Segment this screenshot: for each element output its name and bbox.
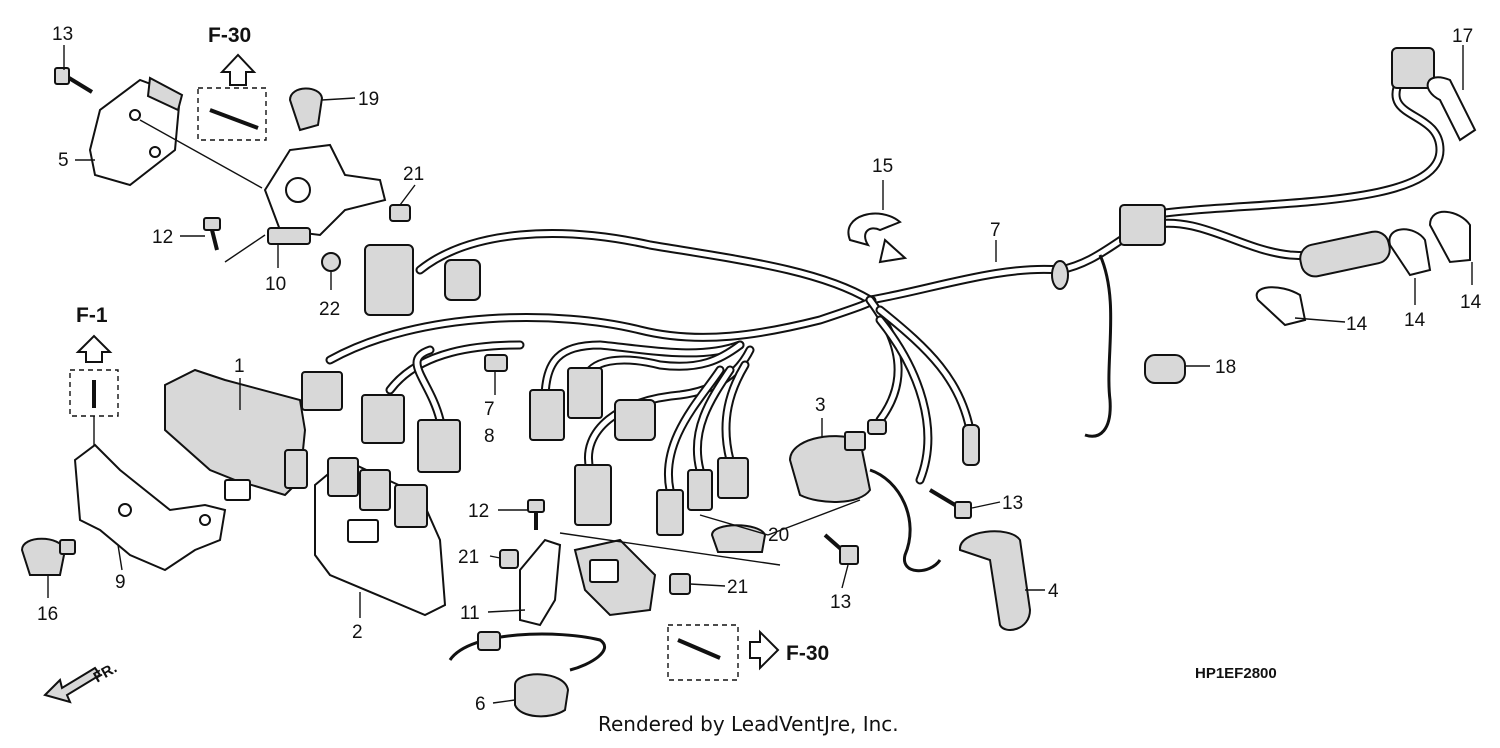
callout-19: 19 xyxy=(358,89,379,110)
connector-plug xyxy=(301,371,343,411)
callout-13: 13 xyxy=(1002,493,1023,514)
bracket-part-11 xyxy=(519,538,657,627)
clamp-part-15 xyxy=(847,212,908,264)
control-module-part-2 xyxy=(314,457,447,617)
connector-plug xyxy=(417,419,461,473)
nut-part-21 xyxy=(389,204,411,222)
connector-plug xyxy=(867,419,887,435)
reference-label-f30: F-30 xyxy=(786,642,829,665)
callout-21: 21 xyxy=(458,547,479,568)
bracket-part-9 xyxy=(73,443,227,572)
connector-plug xyxy=(361,394,405,444)
callout-3: 3 xyxy=(815,395,826,416)
callout-20: 20 xyxy=(768,525,789,546)
relay-part-7-8 xyxy=(484,354,508,372)
harness-sleeve xyxy=(1299,230,1391,278)
callout-13: 13 xyxy=(830,592,851,613)
front-direction-arrow xyxy=(43,666,102,704)
front-direction-label: FR. xyxy=(91,660,120,687)
callout-13: 13 xyxy=(52,24,73,45)
bracket-part-19 xyxy=(288,87,324,132)
bolt-part-13-low xyxy=(823,533,859,565)
nut-part-21-right xyxy=(669,573,691,595)
callout-7: 7 xyxy=(484,399,495,420)
callout-14: 14 xyxy=(1460,292,1482,313)
connector-plug xyxy=(962,424,980,466)
connector-plug xyxy=(567,367,603,419)
wire-harness-part-7 xyxy=(325,75,1445,573)
connector-plug xyxy=(687,469,713,511)
band-part-20 xyxy=(710,524,767,553)
render-credit: Rendered by LeadVentJre, Inc. xyxy=(598,712,899,736)
bolt-part-13 xyxy=(54,67,94,94)
starter-relay-part-3 xyxy=(788,431,872,503)
connector-plug xyxy=(717,457,749,499)
connector-plug xyxy=(574,464,612,526)
callout-21: 21 xyxy=(403,164,424,185)
callout-21: 21 xyxy=(727,577,748,598)
reference-bolt-f1 xyxy=(69,334,119,445)
callout-2: 2 xyxy=(352,622,363,643)
case-part-1 xyxy=(164,368,308,501)
leader-lines xyxy=(47,45,1473,704)
reference-label-f30: F-30 xyxy=(208,24,251,47)
clamp-part-14-c xyxy=(1428,210,1471,264)
callout-8: 8 xyxy=(484,426,495,447)
connector-plug xyxy=(364,244,414,316)
callout-7: 7 xyxy=(990,220,1001,241)
clip-part-16 xyxy=(20,537,76,576)
callout-9: 9 xyxy=(115,572,126,593)
condenser-part-6 xyxy=(448,631,607,718)
plug-cap-part-4 xyxy=(958,530,1032,631)
connector-plug xyxy=(1119,204,1166,246)
callout-15: 15 xyxy=(872,156,893,177)
callout-4: 4 xyxy=(1048,581,1059,602)
screw-part-12-low xyxy=(527,499,545,530)
reference-label-f1: F-1 xyxy=(76,304,108,327)
callout-12: 12 xyxy=(468,501,489,522)
bolt-part-13-mid xyxy=(928,488,972,519)
connector-plug xyxy=(529,389,565,441)
diagram-code: HP1EF2800 xyxy=(1195,665,1277,682)
reference-bolt-f30-bottom xyxy=(667,624,780,681)
callout-11: 11 xyxy=(460,603,480,624)
grommet xyxy=(1051,260,1069,290)
callout-12: 12 xyxy=(152,227,173,248)
screw-part-12 xyxy=(203,217,221,251)
callout-22: 22 xyxy=(319,299,340,320)
sensor-body-part-10 xyxy=(263,143,387,245)
callout-labels: 13 5 12 10 19 21 22 15 7 17 14 14 14 18 … xyxy=(37,24,1482,715)
harness-connectors xyxy=(301,47,1435,536)
clamp-part-14-b xyxy=(1388,228,1432,277)
callout-14: 14 xyxy=(1346,314,1368,335)
clamp-part-17 xyxy=(1426,76,1477,142)
connector-plug xyxy=(614,399,656,441)
callout-16: 16 xyxy=(37,604,58,625)
reference-bolt-f30-top xyxy=(197,53,267,141)
callout-14: 14 xyxy=(1404,310,1426,331)
nut-part-21-left xyxy=(499,549,519,569)
callout-6: 6 xyxy=(475,694,486,715)
callout-18: 18 xyxy=(1215,357,1236,378)
clamp-part-14-a xyxy=(1255,286,1307,327)
connector-plug xyxy=(1391,47,1435,89)
connector-plug xyxy=(656,489,684,536)
callout-1: 1 xyxy=(234,356,245,377)
cover-part-5 xyxy=(88,76,184,187)
callout-17: 17 xyxy=(1452,26,1473,47)
nut-part-22 xyxy=(321,252,341,272)
callout-5: 5 xyxy=(58,150,69,171)
band-part-18 xyxy=(1144,354,1186,384)
callout-10: 10 xyxy=(265,274,286,295)
connector-plug xyxy=(444,259,481,301)
